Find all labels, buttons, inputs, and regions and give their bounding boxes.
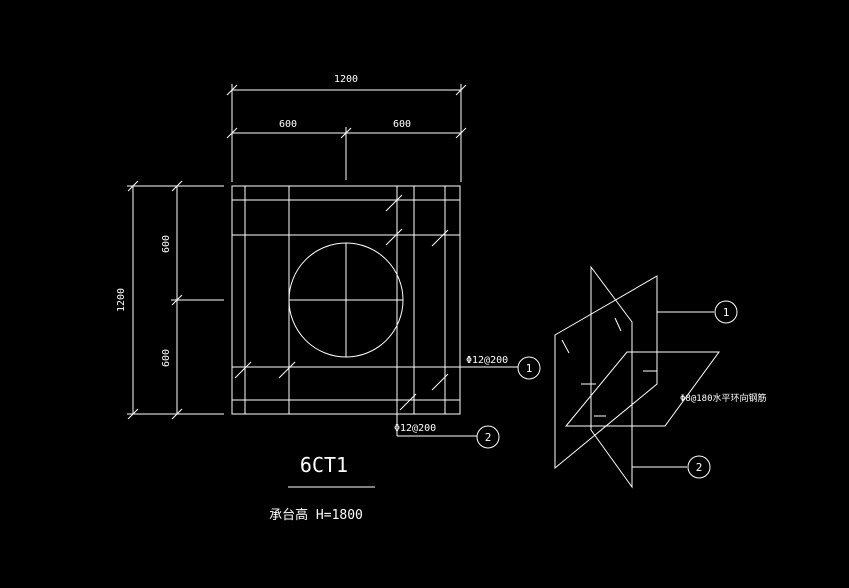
- top-dimension: 1200 600 600: [226, 74, 467, 182]
- marker-2-text: 2: [485, 431, 492, 444]
- drawing-title: 6CT1 承台高 H=1800: [269, 453, 375, 523]
- marker-1-3d-text: 1: [723, 306, 730, 319]
- dim-lower-left: 600: [161, 349, 172, 367]
- pile-cap-plan: [231, 185, 461, 415]
- rebar-3d-sketch: 1 Φ8@180水平环向钢筋 2: [554, 265, 767, 489]
- left-dimension: 1200 600 600: [116, 180, 224, 420]
- dim-total-top: 1200: [334, 74, 358, 85]
- cap-outline: [231, 185, 461, 415]
- dim-left-half: 600: [279, 119, 297, 130]
- horizontal-rebar-note: Φ8@180水平环向钢筋: [680, 392, 767, 404]
- marker-2: Φ12@200 2: [394, 414, 500, 449]
- rebar-label-1: Φ12@200: [466, 355, 508, 366]
- marker-1: Φ12@200 1: [445, 355, 541, 380]
- marker-2-3d-text: 2: [696, 461, 703, 474]
- dim-upper-left: 600: [161, 235, 172, 253]
- marker-1-text: 1: [526, 362, 533, 375]
- rebar-label-2: Φ12@200: [394, 423, 436, 434]
- dim-total-left: 1200: [116, 288, 127, 312]
- dim-right-half: 600: [393, 119, 411, 130]
- title-label: 6CT1: [300, 453, 348, 477]
- title-subtitle: 承台高 H=1800: [269, 507, 363, 523]
